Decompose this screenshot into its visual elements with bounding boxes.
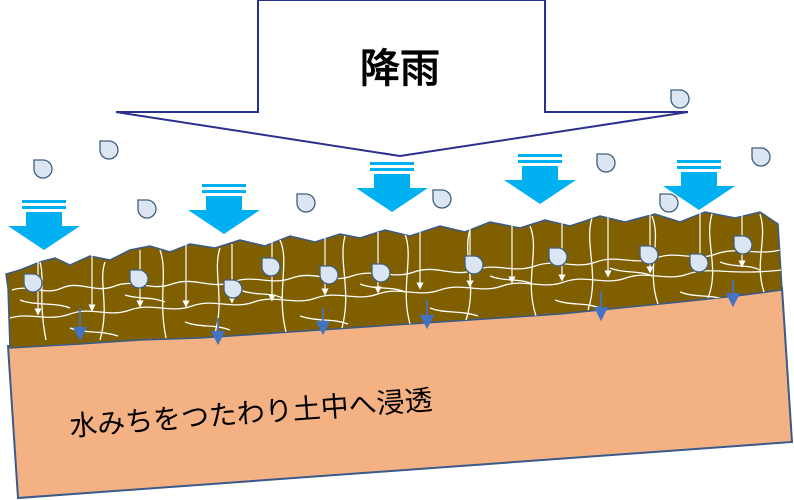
water-droplet-icon xyxy=(223,279,243,299)
cyan-down-arrow-icon xyxy=(8,200,80,250)
cyan-arrows xyxy=(8,154,735,250)
water-droplet-icon xyxy=(689,253,709,273)
water-droplet-icon xyxy=(548,247,568,267)
seep-arrows xyxy=(72,280,741,346)
water-droplet-icon xyxy=(733,235,753,255)
water-droplet-icon xyxy=(129,269,149,289)
water-droplet-icon xyxy=(639,245,659,265)
cyan-down-arrow-icon xyxy=(356,162,428,212)
water-droplet-icon xyxy=(432,189,452,209)
water-droplet-icon xyxy=(137,199,157,219)
big-down-arrow-icon xyxy=(115,0,689,158)
water-droplet-icon xyxy=(33,159,53,179)
water-droplet-icon xyxy=(596,153,616,173)
water-droplet-icon xyxy=(99,140,119,160)
water-droplet-icon xyxy=(670,89,690,109)
water-droplet-icon xyxy=(659,193,679,213)
water-droplet-icon xyxy=(371,263,391,283)
water-droplet-icon xyxy=(319,265,339,285)
water-droplet-icon xyxy=(464,255,484,275)
water-droplet-icon xyxy=(261,257,281,277)
rain-label: 降雨 xyxy=(360,46,440,92)
droplets xyxy=(23,89,771,299)
water-droplet-icon xyxy=(23,273,43,293)
water-droplet-icon xyxy=(296,193,316,213)
cyan-down-arrow-icon xyxy=(188,184,260,234)
cyan-down-arrow-icon xyxy=(504,154,576,204)
cyan-down-arrow-icon xyxy=(663,160,735,210)
water-droplet-icon xyxy=(751,147,771,167)
